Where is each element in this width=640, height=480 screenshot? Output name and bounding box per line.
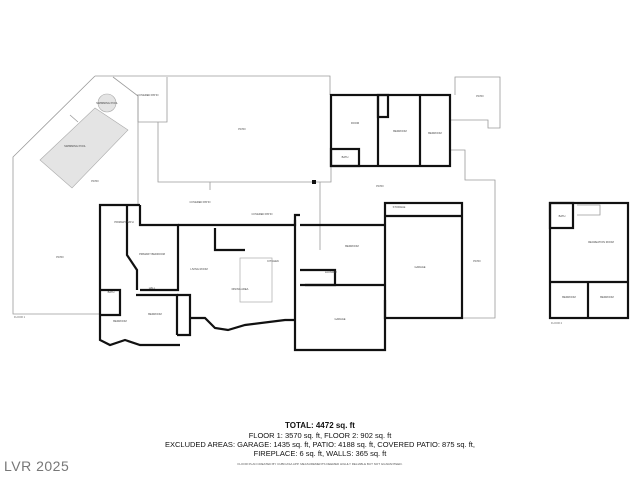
- room-label: RECREATION ROOM: [588, 240, 614, 244]
- room-label: PRIMARY BEDROOM: [139, 252, 165, 256]
- main-house-walls: [98, 201, 464, 352]
- room-label: DINING AREA: [232, 287, 249, 291]
- room-label: COVERED PATIO: [252, 212, 273, 216]
- excluded-areas: EXCLUDED AREAS: GARAGE: 1435 sq. ft, PAT…: [165, 440, 475, 449]
- room-label: BATH: [559, 214, 566, 218]
- excluded-areas-cont: FIREPLACE: 6 sq. ft, WALLS: 365 sq. ft: [253, 449, 387, 458]
- floor-2-label: FLOOR 2: [551, 321, 563, 325]
- room-label: BEDROOM: [600, 295, 613, 299]
- floor-areas: FLOOR 1: 3570 sq. ft, FLOOR 2: 902 sq. f…: [248, 431, 392, 440]
- watermark: LVR 2025: [4, 458, 70, 474]
- room-label: LAUNDRY: [325, 270, 338, 274]
- floor-1-label: FLOOR 1: [14, 315, 26, 319]
- room-label: STORAGE: [393, 205, 406, 209]
- patio-outlines: [12, 75, 501, 319]
- room-label: BEDROOM: [428, 131, 441, 135]
- room-label: PATIO: [56, 255, 63, 259]
- room-label: ROOM: [351, 121, 359, 125]
- room-label: COVERED PATIO: [138, 93, 159, 97]
- room-label: SWIMMING POOL: [64, 144, 86, 148]
- room-label: PATIO: [473, 259, 480, 263]
- room-label: HALL: [149, 286, 156, 290]
- room-label: BEDROOM: [148, 312, 161, 316]
- upper-wing-walls: [312, 93, 452, 184]
- total-area: TOTAL: 4472 sq. ft: [285, 421, 355, 430]
- floor-2-walls: [548, 201, 630, 320]
- room-labels: SWIMMING POOL SWIMMING POOL COVERED PATI…: [14, 93, 614, 325]
- room-label: BEDROOM: [562, 295, 575, 299]
- room-label: KITCHEN: [267, 259, 279, 263]
- room-label: PATIO: [376, 184, 383, 188]
- room-label: BATH: [342, 155, 349, 159]
- room-label: PATIO: [238, 127, 245, 131]
- room-label: GARAGE: [334, 317, 345, 321]
- room-label: GARAGE: [414, 265, 425, 269]
- room-label: PATIO: [476, 94, 483, 98]
- credit-note: FLOOR PLAN CREATED BY CUBICASA APP. MEAS…: [237, 462, 403, 466]
- room-label: SWIMMING POOL: [96, 101, 118, 105]
- room-label: LIVING ROOM: [190, 267, 207, 271]
- room-label: BEDROOM: [113, 319, 126, 323]
- room-label: BEDROOM: [393, 129, 406, 133]
- room-label: COVERED PATIO: [190, 200, 211, 204]
- room-label: PATIO: [91, 179, 98, 183]
- room-label: PRIMARY BATH: [114, 220, 133, 224]
- swimming-pool: [39, 93, 129, 189]
- room-label: BATH: [108, 290, 115, 294]
- room-label: BEDROOM: [345, 244, 358, 248]
